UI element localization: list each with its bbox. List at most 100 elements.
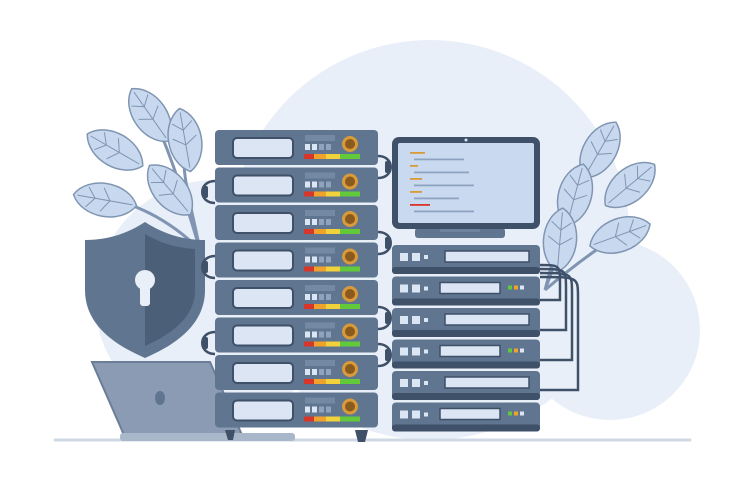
cable xyxy=(539,275,580,392)
indicator xyxy=(326,256,331,263)
indicator xyxy=(305,181,310,188)
right-server-rack xyxy=(392,245,540,432)
indicator xyxy=(305,331,310,338)
display-slot xyxy=(305,360,335,366)
status-bar xyxy=(326,341,340,347)
drive-panel xyxy=(232,362,294,384)
drive-slot xyxy=(439,281,501,295)
indicator xyxy=(312,144,317,150)
drive-panel xyxy=(232,137,294,159)
status-bar xyxy=(314,379,326,384)
shield-icon xyxy=(85,222,205,358)
status-bar xyxy=(326,154,340,159)
status-bar xyxy=(340,379,360,384)
led xyxy=(520,348,524,353)
indicator xyxy=(319,406,324,413)
indicator xyxy=(412,379,420,387)
led xyxy=(514,348,518,353)
leaf xyxy=(72,182,138,218)
code-line xyxy=(410,165,418,167)
indicator xyxy=(319,256,324,263)
drive-panel xyxy=(232,174,294,197)
display-slot xyxy=(305,135,335,141)
code-line xyxy=(414,171,469,174)
led xyxy=(508,348,512,353)
led xyxy=(508,411,512,416)
indicator xyxy=(305,219,310,225)
indicator xyxy=(312,256,317,263)
indicator xyxy=(400,253,408,261)
status-bar xyxy=(326,416,340,422)
cable-clip xyxy=(385,237,391,249)
server-unit xyxy=(392,276,540,306)
indicator xyxy=(305,369,310,375)
status-bar xyxy=(340,304,360,309)
server-unit xyxy=(392,402,540,432)
indicator xyxy=(400,284,408,293)
indicator xyxy=(326,406,331,413)
status-bar xyxy=(304,304,314,309)
indicator xyxy=(326,219,331,225)
indicator xyxy=(305,256,310,263)
display-slot xyxy=(305,172,335,179)
status-bar xyxy=(326,266,340,272)
indicator xyxy=(319,369,324,375)
status-bar xyxy=(314,416,326,422)
indicator xyxy=(400,410,408,419)
status-bar xyxy=(340,341,360,347)
status-bar xyxy=(340,229,360,234)
server-unit xyxy=(215,167,378,203)
server-unit xyxy=(215,130,378,165)
status-bar xyxy=(304,191,314,197)
indicator xyxy=(326,144,331,150)
indicator xyxy=(412,284,420,293)
cable-clip xyxy=(385,349,391,361)
indicator xyxy=(326,181,331,188)
indicator xyxy=(312,219,317,225)
indicator xyxy=(424,286,428,291)
cable-clip xyxy=(202,261,208,273)
led xyxy=(520,285,524,290)
indicator xyxy=(424,412,428,417)
code-line xyxy=(410,152,425,154)
indicator xyxy=(319,181,324,188)
status-bar xyxy=(326,304,340,309)
indicator xyxy=(312,181,317,188)
server-unit xyxy=(392,371,540,400)
left-server-rack xyxy=(215,130,378,442)
indicator xyxy=(305,406,310,413)
indicator xyxy=(412,347,420,356)
drive-panel xyxy=(232,399,294,422)
drive-slot xyxy=(444,313,530,326)
plant-leaves xyxy=(72,88,656,292)
indicator xyxy=(319,331,324,338)
server-unit xyxy=(215,205,378,240)
code-line xyxy=(414,184,474,187)
indicator xyxy=(326,294,331,300)
server-unit xyxy=(392,339,540,369)
cable-clip xyxy=(202,337,208,349)
drive-slot xyxy=(439,407,501,421)
cables xyxy=(201,154,580,392)
indicator xyxy=(412,253,420,261)
drive-panel xyxy=(232,287,294,309)
indicator xyxy=(424,255,428,259)
drive-slot xyxy=(444,376,530,389)
code-lines xyxy=(410,152,474,213)
monitor xyxy=(392,137,540,238)
status-bar xyxy=(340,266,360,272)
server-unit xyxy=(215,392,378,428)
status-bar xyxy=(340,154,360,159)
status-bar xyxy=(314,266,326,272)
drive-panel xyxy=(232,324,294,347)
code-line xyxy=(414,210,474,213)
drive-slot xyxy=(439,344,501,358)
indicator xyxy=(319,144,324,150)
status-bar xyxy=(340,191,360,197)
drive-panel xyxy=(232,249,294,272)
code-line xyxy=(414,158,464,161)
led xyxy=(514,285,518,290)
leaf xyxy=(167,107,203,173)
drive-panel xyxy=(232,212,294,234)
indicator xyxy=(305,294,310,300)
